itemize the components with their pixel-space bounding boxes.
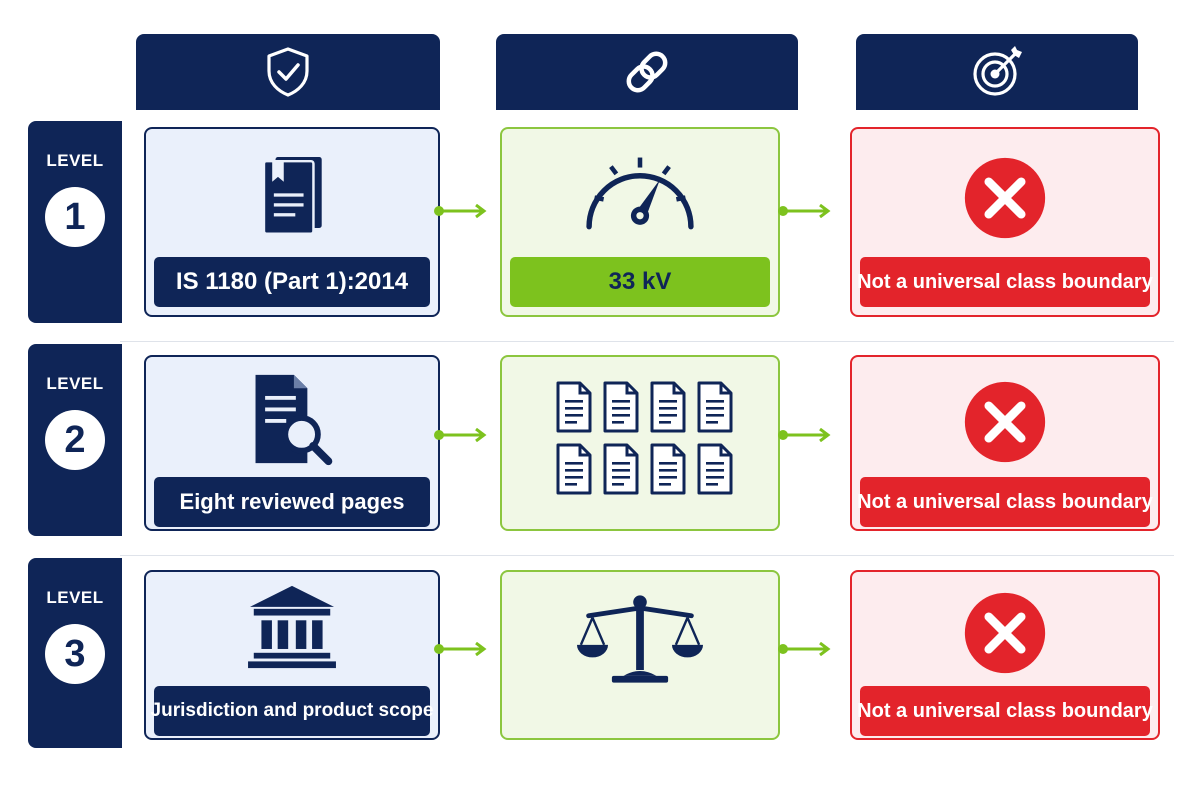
source-label: IS 1180 (Part 1):2014 (154, 257, 430, 307)
level-number: 2 (45, 410, 105, 470)
balance-scale-icon (577, 595, 703, 683)
value-label: 33 kV (510, 257, 770, 307)
row-divider (120, 555, 1174, 556)
page-icon (603, 443, 639, 495)
level-badge-2: LEVEL 2 (28, 344, 122, 536)
result-card-1: Not a universal class boundary (850, 127, 1160, 317)
value-card-3 (500, 570, 780, 740)
gauge-icon (586, 157, 694, 230)
page-icon (603, 381, 639, 433)
row-divider (120, 341, 1174, 342)
flow-arrow (778, 204, 831, 218)
red-x-icon (964, 157, 1046, 239)
page-icon (650, 381, 686, 433)
document-search-icon (255, 374, 333, 466)
courthouse-icon (248, 585, 336, 669)
level-label: LEVEL (46, 588, 104, 607)
red-x-icon (964, 592, 1046, 674)
source-label: Jurisdiction and product scope (151, 686, 433, 736)
source-label: Eight reviewed pages (154, 477, 430, 527)
level-label: LEVEL (46, 151, 104, 170)
value-card-2 (500, 355, 780, 531)
result-label: Not a universal class boundary (857, 686, 1153, 736)
target-arrow-icon (973, 46, 1022, 96)
page-icon (697, 381, 733, 433)
result-card-2: Not a universal class boundary (850, 355, 1160, 531)
flow-arrow (778, 642, 831, 656)
standard-book-icon (262, 157, 322, 236)
column-header-link (496, 34, 798, 110)
value-spacer (510, 686, 770, 736)
shield-check-icon (267, 47, 309, 97)
column-header-verification (136, 34, 440, 110)
page-icon (697, 443, 733, 495)
level-badge-1: LEVEL 1 (28, 121, 122, 323)
page-icon (650, 443, 686, 495)
level-number: 1 (45, 187, 105, 247)
document-grid-icon (550, 379, 734, 499)
flow-arrow (778, 428, 831, 442)
red-x-icon (964, 381, 1046, 463)
flow-arrow (434, 204, 487, 218)
page-icon (556, 381, 592, 433)
source-card-1: IS 1180 (Part 1):2014 (144, 127, 440, 317)
level-badge-3: LEVEL 3 (28, 558, 122, 748)
page-icon (556, 443, 592, 495)
result-label: Not a universal class boundary (857, 477, 1153, 527)
source-card-2: Eight reviewed pages (144, 355, 440, 531)
chain-link-icon (626, 51, 668, 93)
result-card-3: Not a universal class boundary (850, 570, 1160, 740)
source-card-3: Jurisdiction and product scope (144, 570, 440, 740)
flow-arrow (434, 428, 487, 442)
result-label: Not a universal class boundary (857, 257, 1153, 307)
column-header-target (856, 34, 1138, 110)
flow-arrow (434, 642, 487, 656)
value-card-1: 33 kV (500, 127, 780, 317)
level-number: 3 (45, 624, 105, 684)
level-label: LEVEL (46, 374, 104, 393)
